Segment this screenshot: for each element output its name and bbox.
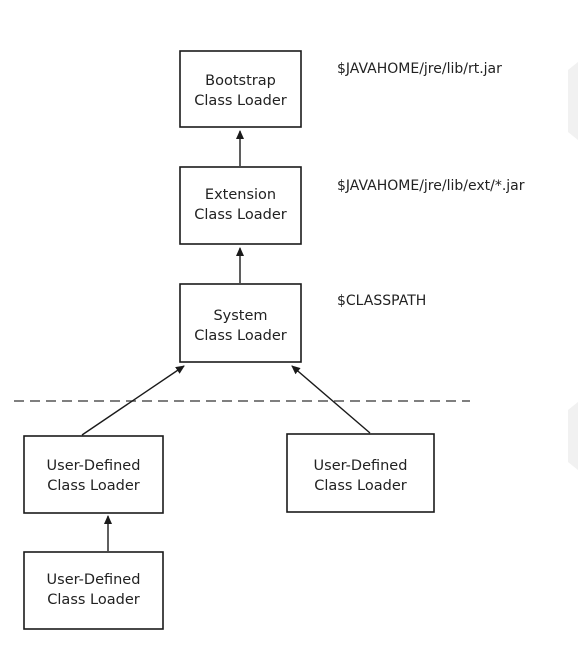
system-label-line2: Class Loader [194, 328, 286, 344]
arrow-user-left-to-system [81, 365, 185, 436]
user-defined-class-loader-bottom-node: User-Defined Class Loader [23, 551, 164, 630]
extension-class-loader-node: Extension Class Loader [179, 166, 302, 245]
user-bottom-label-line1: User-Defined [47, 572, 141, 588]
bootstrap-label-line1: Bootstrap [205, 73, 276, 89]
arrow-user-right-to-system [291, 365, 371, 434]
watermark-shape-bottom [568, 402, 578, 470]
watermark-shape-top [568, 62, 578, 140]
extension-label-line1: Extension [205, 187, 276, 203]
bootstrap-class-loader-node: Bootstrap Class Loader [179, 50, 302, 128]
bootstrap-path-label: $JAVAHOME/jre/lib/rt.jar [337, 61, 502, 77]
user-right-label-line2: Class Loader [314, 478, 406, 494]
user-defined-class-loader-right-node: User-Defined Class Loader [286, 433, 435, 513]
user-right-label-line1: User-Defined [314, 458, 408, 474]
user-defined-class-loader-left-node: User-Defined Class Loader [23, 435, 164, 514]
extension-path-label: $JAVAHOME/jre/lib/ext/*.jar [337, 178, 525, 194]
user-left-label-line1: User-Defined [47, 458, 141, 474]
system-label-line1: System [213, 308, 267, 324]
bootstrap-label-line2: Class Loader [194, 93, 286, 109]
system-path-label: $CLASSPATH [337, 293, 426, 309]
user-left-label-line2: Class Loader [47, 478, 139, 494]
extension-label-line2: Class Loader [194, 207, 286, 223]
user-bottom-label-line2: Class Loader [47, 592, 139, 608]
system-class-loader-node: System Class Loader [179, 283, 302, 363]
